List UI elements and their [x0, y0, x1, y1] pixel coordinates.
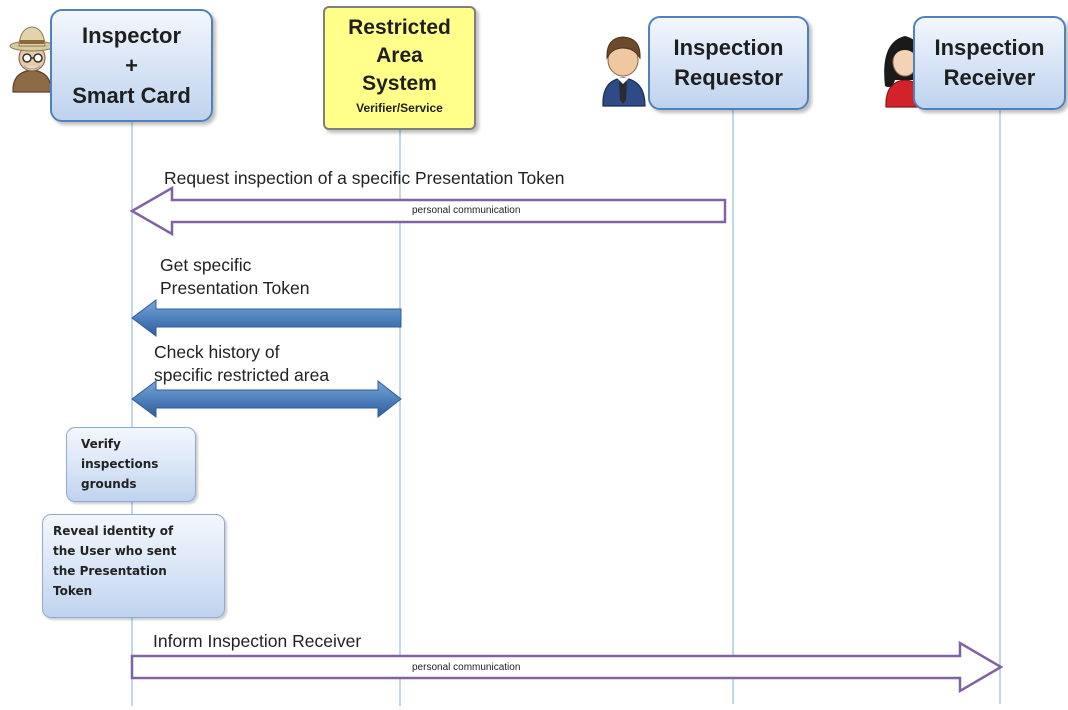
get-token-arrow	[131, 299, 402, 337]
system-title: Restricted Area System	[348, 16, 451, 95]
request-inspection-arrow	[129, 185, 727, 237]
message-label-get-token: Get specific Presentation Token	[160, 255, 310, 298]
participant-inspection-requestor: Inspection Requestor	[648, 16, 809, 110]
system-subtitle: Verifier/Service	[356, 101, 443, 115]
note-verify-grounds: Verify inspections grounds	[66, 427, 196, 502]
message-sublabel-request-inspection: personal communication	[412, 205, 521, 216]
message-sublabel-inform-receiver: personal communication	[412, 662, 521, 673]
message-label-request-inspection: Request inspection of a specific Present…	[164, 168, 565, 188]
participant-restricted-area-system: Restricted Area System Verifier/Service	[323, 6, 476, 130]
participant-inspection-receiver: Inspection Receiver	[913, 16, 1066, 110]
inspector-avatar-icon	[9, 26, 55, 93]
message-label-inform-receiver: Inform Inspection Receiver	[153, 631, 362, 651]
check-history-arrow	[131, 379, 402, 419]
requestor-avatar-icon	[602, 36, 646, 107]
message-label-check-history: Check history of specific restricted are…	[154, 342, 330, 385]
note-reveal-identity: Reveal identity of the User who sent the…	[42, 514, 225, 618]
inform-receiver-arrow	[130, 640, 1004, 694]
participant-inspector: Inspector + Smart Card	[50, 9, 213, 122]
